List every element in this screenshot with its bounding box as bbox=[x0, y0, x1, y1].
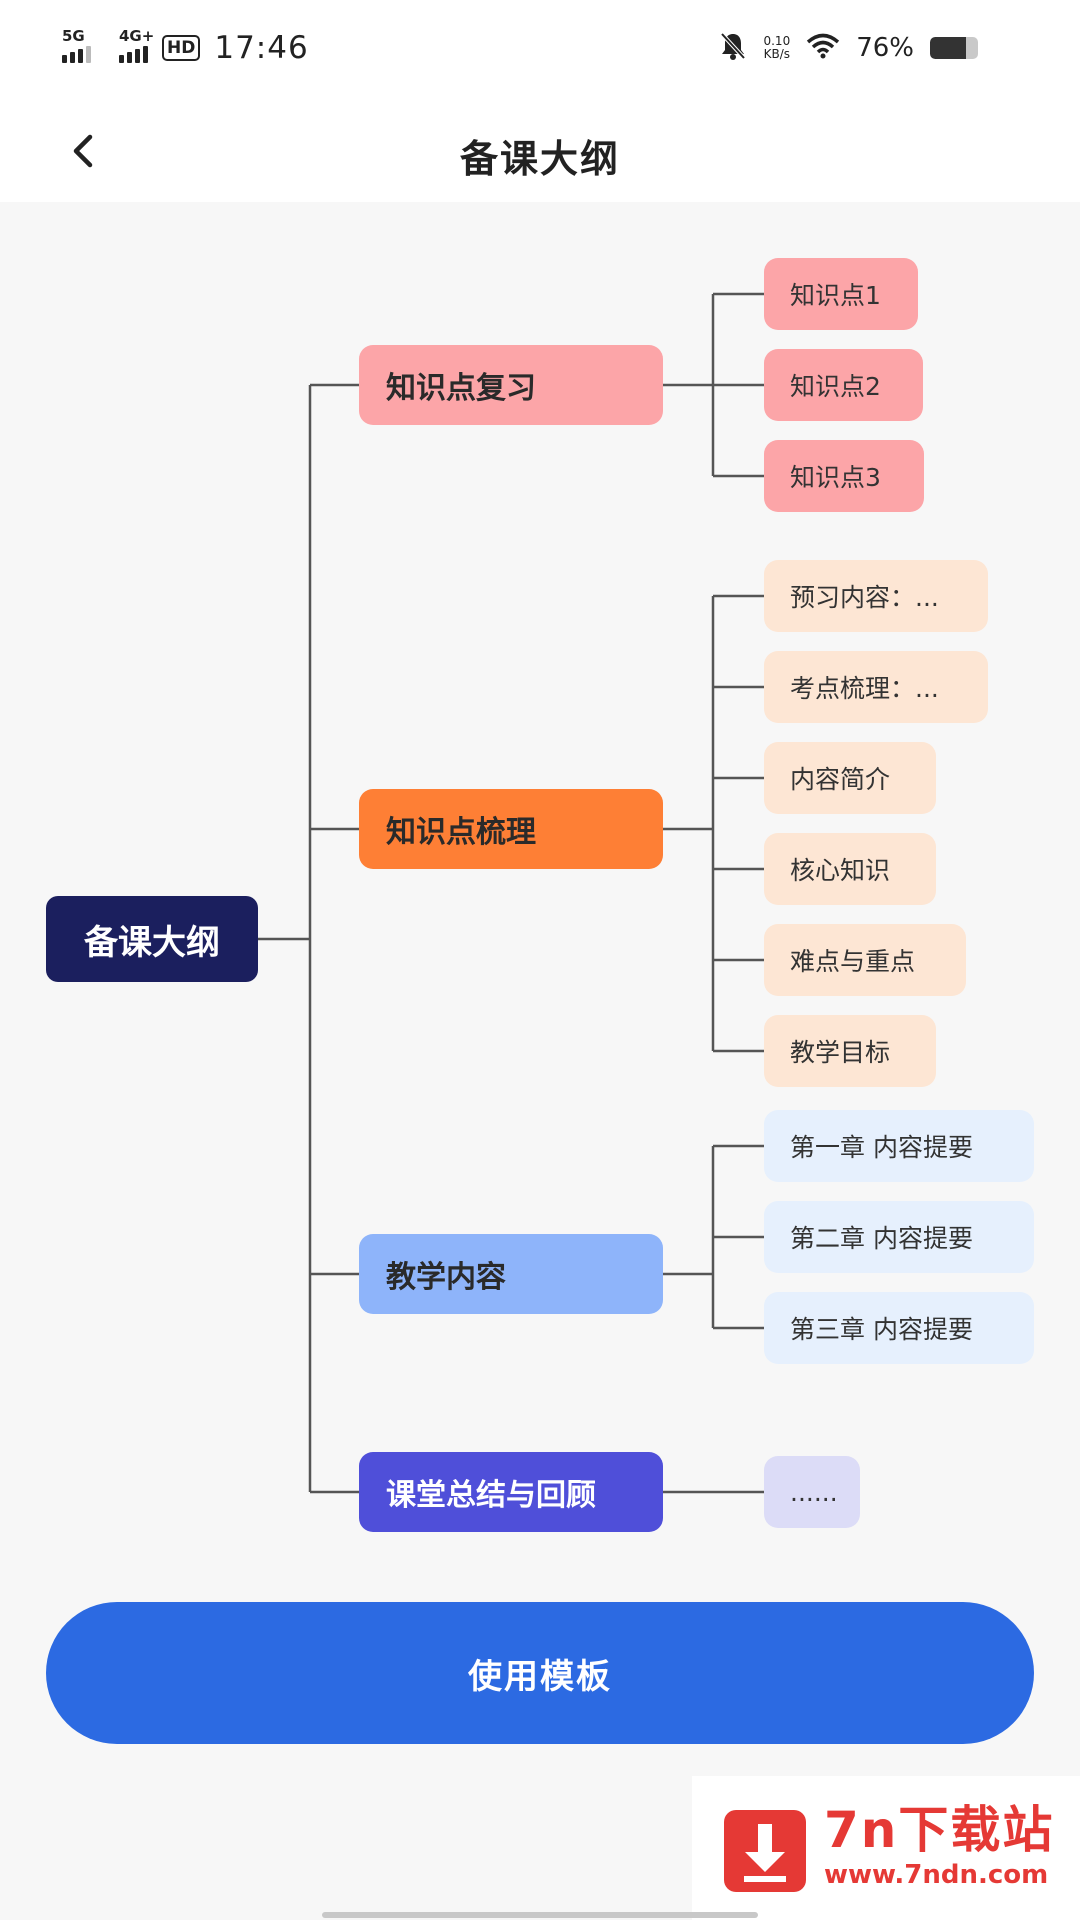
mindmap-leaf-node[interactable]: 第二章 内容提要 bbox=[764, 1201, 1034, 1273]
watermark-url: www.7ndn.com bbox=[824, 1860, 1049, 1890]
signal-5g-icon: 5G bbox=[62, 27, 91, 63]
page-title: 备课大纲 bbox=[459, 137, 620, 181]
hd-voice-icon: HD bbox=[162, 35, 201, 61]
signal-4g-icon: 4G+ bbox=[119, 27, 154, 63]
download-logo-icon bbox=[724, 1810, 806, 1892]
mindmap-leaf-node[interactable]: 核心知识 bbox=[764, 833, 936, 905]
mindmap-leaf-node[interactable]: 知识点2 bbox=[764, 349, 923, 421]
network-speed: 0.10 KB/s bbox=[763, 35, 790, 61]
home-indicator[interactable] bbox=[322, 1912, 758, 1918]
signal-4g-label: 4G+ bbox=[119, 27, 155, 45]
mindmap-branch-node[interactable]: 课堂总结与回顾 bbox=[359, 1452, 663, 1532]
battery-icon bbox=[930, 37, 978, 59]
mindmap-branch-node[interactable]: 知识点梳理 bbox=[359, 789, 663, 869]
nav-bar: 备课大纲 bbox=[0, 100, 1080, 202]
mindmap: 备课大纲 知识点复习 知识点1 知识点2 知识点3 知识点梳理 预习内容：... 考点梳理：… bbox=[0, 202, 1080, 1582]
network-speed-value: 0.10 bbox=[763, 34, 791, 48]
mindmap-connectors bbox=[258, 292, 764, 1494]
battery-percent: 76% bbox=[856, 33, 914, 63]
network-speed-unit: KB/s bbox=[763, 47, 791, 61]
mindmap-leaf-node[interactable]: 知识点1 bbox=[764, 258, 918, 330]
chevron-left-icon bbox=[73, 134, 93, 168]
mindmap-leaf-node[interactable]: 第一章 内容提要 bbox=[764, 1110, 1034, 1182]
status-right: 0.10 KB/s 76% bbox=[719, 26, 978, 70]
back-button[interactable] bbox=[58, 126, 108, 176]
status-time: 17:46 bbox=[214, 30, 309, 66]
mindmap-leaf-node[interactable]: ...... bbox=[764, 1456, 860, 1528]
mindmap-leaf-node[interactable]: 知识点3 bbox=[764, 440, 924, 512]
wifi-icon bbox=[806, 33, 840, 63]
watermark-title: 7n下载站 bbox=[824, 1801, 1055, 1859]
mindmap-leaf-node[interactable]: 考点梳理：... bbox=[764, 651, 988, 723]
use-template-button[interactable]: 使用模板 bbox=[46, 1602, 1034, 1744]
mindmap-branch-node[interactable]: 教学内容 bbox=[359, 1234, 663, 1314]
signal-5g-label: 5G bbox=[62, 27, 85, 45]
status-left: 5G 4G+ HD 17:46 bbox=[62, 26, 309, 70]
mindmap-leaf-node[interactable]: 内容简介 bbox=[764, 742, 936, 814]
mindmap-leaf-node[interactable]: 难点与重点 bbox=[764, 924, 966, 996]
battery-level bbox=[930, 37, 967, 59]
mindmap-leaf-node[interactable]: 预习内容：... bbox=[764, 560, 988, 632]
mute-bell-icon bbox=[719, 31, 747, 65]
status-bar: 5G 4G+ HD 17:46 0.10 KB/s bbox=[0, 0, 1080, 100]
mindmap-leaf-node[interactable]: 教学目标 bbox=[764, 1015, 936, 1087]
mindmap-branch-node[interactable]: 知识点复习 bbox=[359, 345, 663, 425]
mindmap-root-node[interactable]: 备课大纲 bbox=[46, 896, 258, 982]
watermark: 7n下载站 www.7ndn.com bbox=[692, 1776, 1080, 1920]
mindmap-leaf-node[interactable]: 第三章 内容提要 bbox=[764, 1292, 1034, 1364]
